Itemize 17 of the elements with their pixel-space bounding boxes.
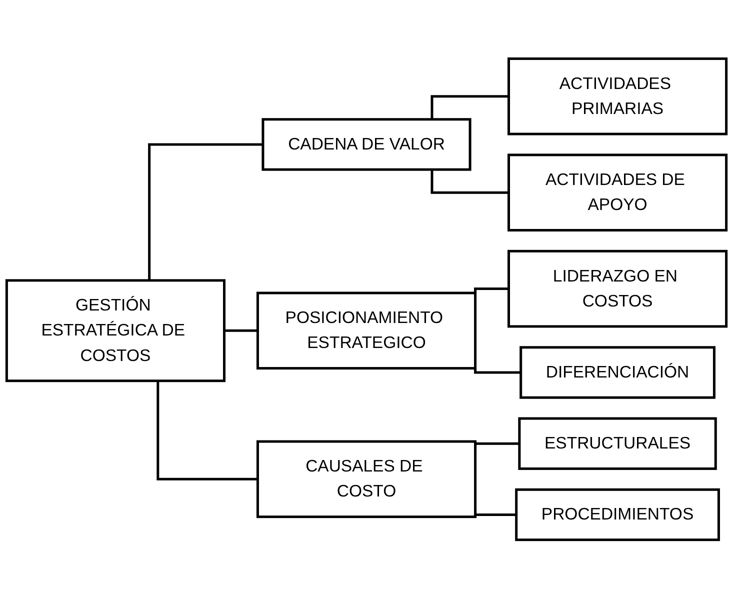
connector — [223, 329, 258, 332]
node-box: LIDERAZGO EN COSTOS — [508, 250, 728, 328]
node-box: GESTIÓN ESTRATÉGICA DE COSTOS — [5, 278, 226, 382]
node-box: CAUSALES DE COSTO — [256, 440, 477, 518]
node-box: DIFERENCIACIÓN — [520, 346, 716, 399]
connector — [430, 94, 509, 120]
connector — [156, 380, 258, 480]
node-box: ACTIVIDADES PRIMARIAS — [508, 57, 728, 135]
connector — [474, 287, 509, 294]
connector — [430, 169, 509, 194]
node-box: ESTRUCTURALES — [518, 416, 717, 470]
node-box: PROCEDIMIENTOS — [515, 488, 720, 541]
node-box: CADENA DE VALOR — [262, 118, 472, 171]
node-box: POSICIONAMIENTO ESTRATEGICO — [256, 291, 477, 370]
node-box: ACTIVIDADES DE APOYO — [508, 153, 728, 232]
connector — [148, 142, 263, 280]
connector — [474, 366, 521, 374]
